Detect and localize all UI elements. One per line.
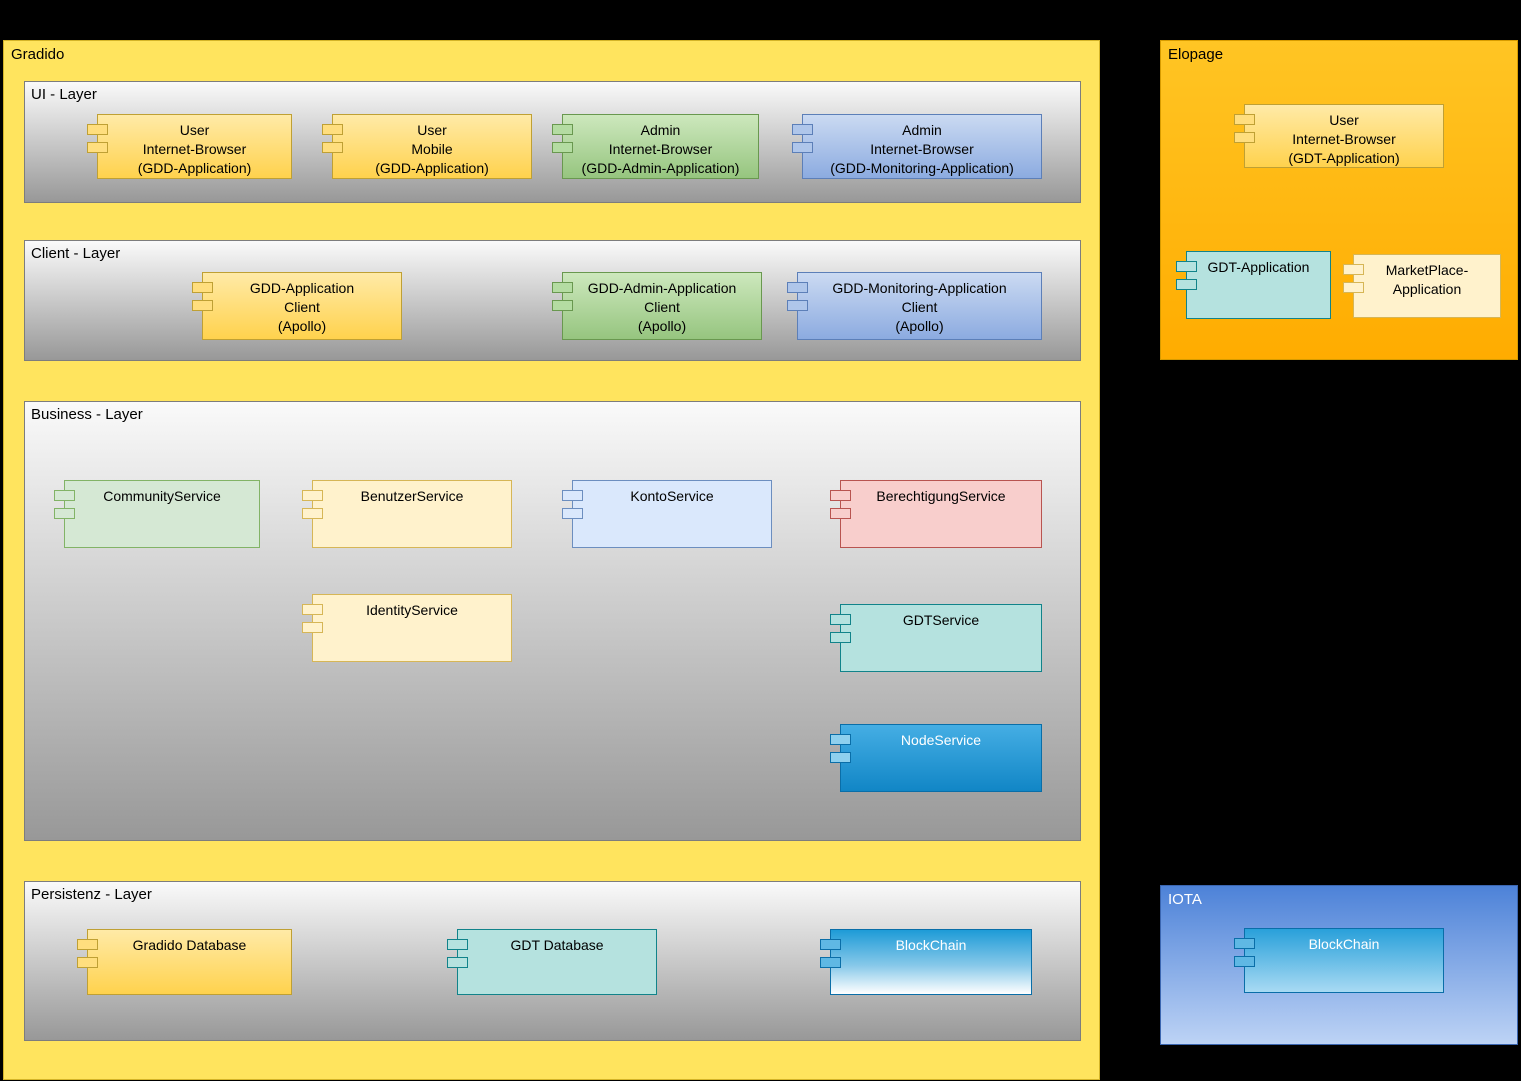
gdd-application-client-label: GDD-Application Client (Apollo) — [249, 280, 355, 334]
gdt-service-label: GDTService — [902, 612, 980, 628]
gdt-database-label: GDT Database — [510, 937, 604, 953]
component-icon — [787, 300, 808, 311]
component-icon — [87, 124, 108, 135]
blockchain-iota-label: BlockChain — [1308, 936, 1380, 952]
component-marketplace-application: MarketPlace- Application — [1343, 254, 1501, 318]
component-icon — [552, 142, 573, 153]
component-icon — [820, 939, 841, 950]
client-layer-label: Client - Layer — [31, 245, 121, 262]
component-admin-internet-browser-gdd-monitoring: Admin Internet-Browser (GDD-Monitoring-A… — [792, 114, 1042, 179]
component-icon — [447, 939, 468, 950]
component-gradido-database: Gradido Database — [77, 929, 292, 995]
component-icon — [447, 957, 468, 968]
component-icon — [1234, 956, 1255, 967]
component-berechtigung-service: BerechtigungService — [830, 480, 1042, 548]
component-icon — [792, 124, 813, 135]
berechtigung-service-label: BerechtigungService — [876, 488, 1006, 504]
component-icon — [1234, 132, 1255, 143]
component-blockchain-iota: BlockChain — [1234, 928, 1444, 993]
component-icon — [302, 490, 323, 501]
community-service-label: CommunityService — [103, 488, 221, 504]
iota-label: IOTA — [1168, 891, 1202, 908]
component-icon — [1343, 264, 1364, 275]
component-icon — [54, 508, 75, 519]
component-icon — [1343, 282, 1364, 293]
component-user-mobile-gdd: User Mobile (GDD-Application) — [322, 114, 532, 179]
admin-internet-browser-gdd-monitoring-label: Admin Internet-Browser (GDD-Monitoring-A… — [830, 122, 1014, 176]
component-icon — [562, 490, 583, 501]
component-gdd-application-client: GDD-Application Client (Apollo) — [192, 272, 402, 340]
ui-layer-label: UI - Layer — [31, 86, 97, 103]
component-icon — [77, 939, 98, 950]
benutzer-service-label: BenutzerService — [360, 488, 464, 504]
iota-container: IOTA BlockChain — [1160, 885, 1518, 1045]
component-icon — [1176, 279, 1197, 290]
user-mobile-gdd-label: User Mobile (GDD-Application) — [375, 122, 489, 176]
component-icon — [830, 614, 851, 625]
client-layer: Client - Layer GDD-Application Client (A… — [24, 240, 1081, 361]
component-icon — [302, 622, 323, 633]
component-icon — [820, 957, 841, 968]
component-icon — [322, 142, 343, 153]
component-icon — [302, 604, 323, 615]
component-icon — [1234, 938, 1255, 949]
gradido-label: Gradido — [11, 46, 65, 63]
component-icon — [552, 124, 573, 135]
component-user-internet-browser-gdt: User Internet-Browser (GDT-Application) — [1234, 104, 1444, 168]
elopage-label: Elopage — [1168, 46, 1224, 63]
gradido-database-label: Gradido Database — [132, 937, 247, 953]
blockchain-gradido-label: BlockChain — [895, 937, 967, 953]
component-icon — [792, 142, 813, 153]
gdd-admin-application-client-label: GDD-Admin-Application Client (Apollo) — [587, 280, 737, 334]
business-layer: Business - Layer CommunityService Benutz… — [24, 401, 1081, 841]
business-layer-label: Business - Layer — [31, 406, 143, 423]
identity-service-label: IdentityService — [366, 602, 458, 618]
component-user-internet-browser-gdd: User Internet-Browser (GDD-Application) — [87, 114, 292, 179]
component-icon — [192, 282, 213, 293]
component-icon — [552, 282, 573, 293]
persistenz-layer-label: Persistenz - Layer — [31, 886, 152, 903]
component-icon — [192, 300, 213, 311]
ui-layer: UI - Layer User Internet-Browser (GDD-Ap… — [24, 81, 1081, 203]
component-icon — [87, 142, 108, 153]
gdt-application-label: GDT-Application — [1207, 259, 1310, 275]
component-icon — [77, 957, 98, 968]
component-icon — [830, 752, 851, 763]
component-icon — [830, 734, 851, 745]
component-community-service: CommunityService — [54, 480, 260, 548]
marketplace-application-label: MarketPlace- Application — [1385, 262, 1469, 297]
gdd-monitoring-application-client-label: GDD-Monitoring-Application Client (Apoll… — [832, 280, 1007, 334]
user-internet-browser-gdt-label: User Internet-Browser (GDT-Application) — [1288, 112, 1400, 166]
persistenz-layer: Persistenz - Layer Gradido Database GDT … — [24, 881, 1081, 1041]
elopage-container: Elopage User Internet-Browser (GDT-Appli… — [1160, 40, 1518, 360]
component-benutzer-service: BenutzerService — [302, 480, 512, 548]
konto-service-label: KontoService — [630, 488, 714, 504]
user-internet-browser-gdd-label: User Internet-Browser (GDD-Application) — [137, 122, 252, 176]
component-icon — [1234, 114, 1255, 125]
component-icon — [1176, 261, 1197, 272]
component-gdt-service: GDTService — [830, 604, 1042, 672]
node-service-label: NodeService — [900, 732, 982, 748]
component-blockchain-gradido: BlockChain — [820, 929, 1032, 995]
gradido-container: Gradido UI - Layer User Internet-Browser… — [3, 40, 1100, 1080]
component-icon — [830, 508, 851, 519]
component-icon — [562, 508, 583, 519]
component-gdt-database: GDT Database — [447, 929, 657, 995]
component-icon — [54, 490, 75, 501]
component-gdt-application: GDT-Application — [1176, 251, 1331, 319]
component-node-service: NodeService — [830, 724, 1042, 792]
component-icon — [302, 508, 323, 519]
component-admin-internet-browser-gdd-admin: Admin Internet-Browser (GDD-Admin-Applic… — [552, 114, 759, 179]
component-icon — [322, 124, 343, 135]
component-identity-service: IdentityService — [302, 594, 512, 662]
component-gdd-monitoring-application-client: GDD-Monitoring-Application Client (Apoll… — [787, 272, 1042, 340]
component-konto-service: KontoService — [562, 480, 772, 548]
component-icon — [830, 632, 851, 643]
admin-internet-browser-gdd-admin-label: Admin Internet-Browser (GDD-Admin-Applic… — [581, 122, 740, 176]
component-icon — [830, 490, 851, 501]
component-icon — [552, 300, 573, 311]
component-gdd-admin-application-client: GDD-Admin-Application Client (Apollo) — [552, 272, 762, 340]
component-icon — [787, 282, 808, 293]
